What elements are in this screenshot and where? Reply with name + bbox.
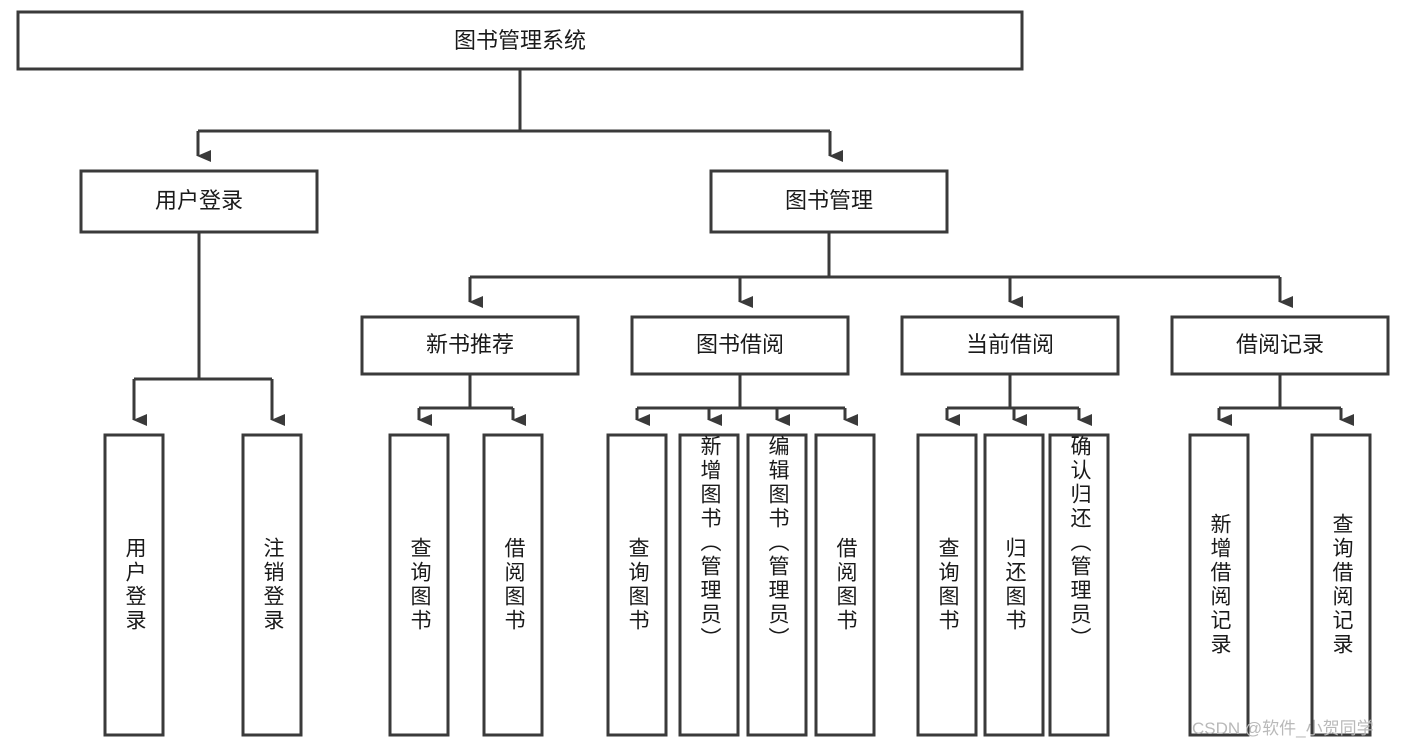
leaf-query-record-box[interactable] <box>1310 433 1372 737</box>
leaf-boxes <box>103 433 1372 737</box>
node-borrow-record-label: 借阅记录 <box>1236 332 1324 357</box>
leaf-query-book-2-box[interactable] <box>606 433 668 737</box>
leaf-return-book-box[interactable] <box>983 433 1045 737</box>
node-root-box <box>16 10 1024 71</box>
node-root-label: 图书管理系统 <box>454 28 586 53</box>
connector-current-borrow-to-leaves <box>945 374 1092 426</box>
connector-root-to-level1 <box>196 69 843 162</box>
leaf-user-logout-box[interactable] <box>241 433 303 737</box>
leaf-add-book-box[interactable] <box>678 433 740 737</box>
leaf-borrow-book-1-box[interactable] <box>482 433 544 737</box>
leaf-query-book-1-box[interactable] <box>388 433 450 737</box>
leaf-confirm-return-box[interactable] <box>1048 433 1110 737</box>
node-book-manage[interactable]: 图书管理 <box>709 169 949 234</box>
connector-book-manage-to-level2 <box>468 232 1293 308</box>
node-book-borrow-label: 图书借阅 <box>696 332 784 357</box>
node-new-book-recommend-box <box>360 315 580 376</box>
connector-user-login-to-leaves <box>132 232 285 426</box>
node-book-manage-label: 图书管理 <box>785 188 873 213</box>
leaf-add-record-box[interactable] <box>1188 433 1250 737</box>
leaf-query-book-3-box[interactable] <box>916 433 978 737</box>
node-current-borrow[interactable]: 当前借阅 <box>900 315 1120 376</box>
leaf-edit-book-box[interactable] <box>746 433 808 737</box>
node-borrow-record[interactable]: 借阅记录 <box>1170 315 1390 376</box>
node-new-book-recommend-label: 新书推荐 <box>426 332 514 357</box>
node-current-borrow-label: 当前借阅 <box>966 332 1054 357</box>
connector-book-borrow-to-leaves <box>635 374 858 426</box>
leaf-borrow-book-2-box[interactable] <box>814 433 876 737</box>
node-new-book-recommend[interactable]: 新书推荐 <box>360 315 580 376</box>
node-user-login[interactable]: 用户登录 <box>79 169 319 234</box>
node-root[interactable]: 图书管理系统 <box>16 10 1024 71</box>
node-user-login-box <box>79 169 319 234</box>
node-current-borrow-box <box>900 315 1120 376</box>
csdn-watermark: CSDN @软件_小贺同学 <box>1192 719 1374 738</box>
node-book-borrow[interactable]: 图书借阅 <box>630 315 850 376</box>
leaf-user-login-box[interactable] <box>103 433 165 737</box>
node-user-login-label: 用户登录 <box>155 188 243 213</box>
connector-new-book-recommend-to-leaves <box>417 374 526 426</box>
connector-borrow-record-to-leaves <box>1217 374 1354 426</box>
